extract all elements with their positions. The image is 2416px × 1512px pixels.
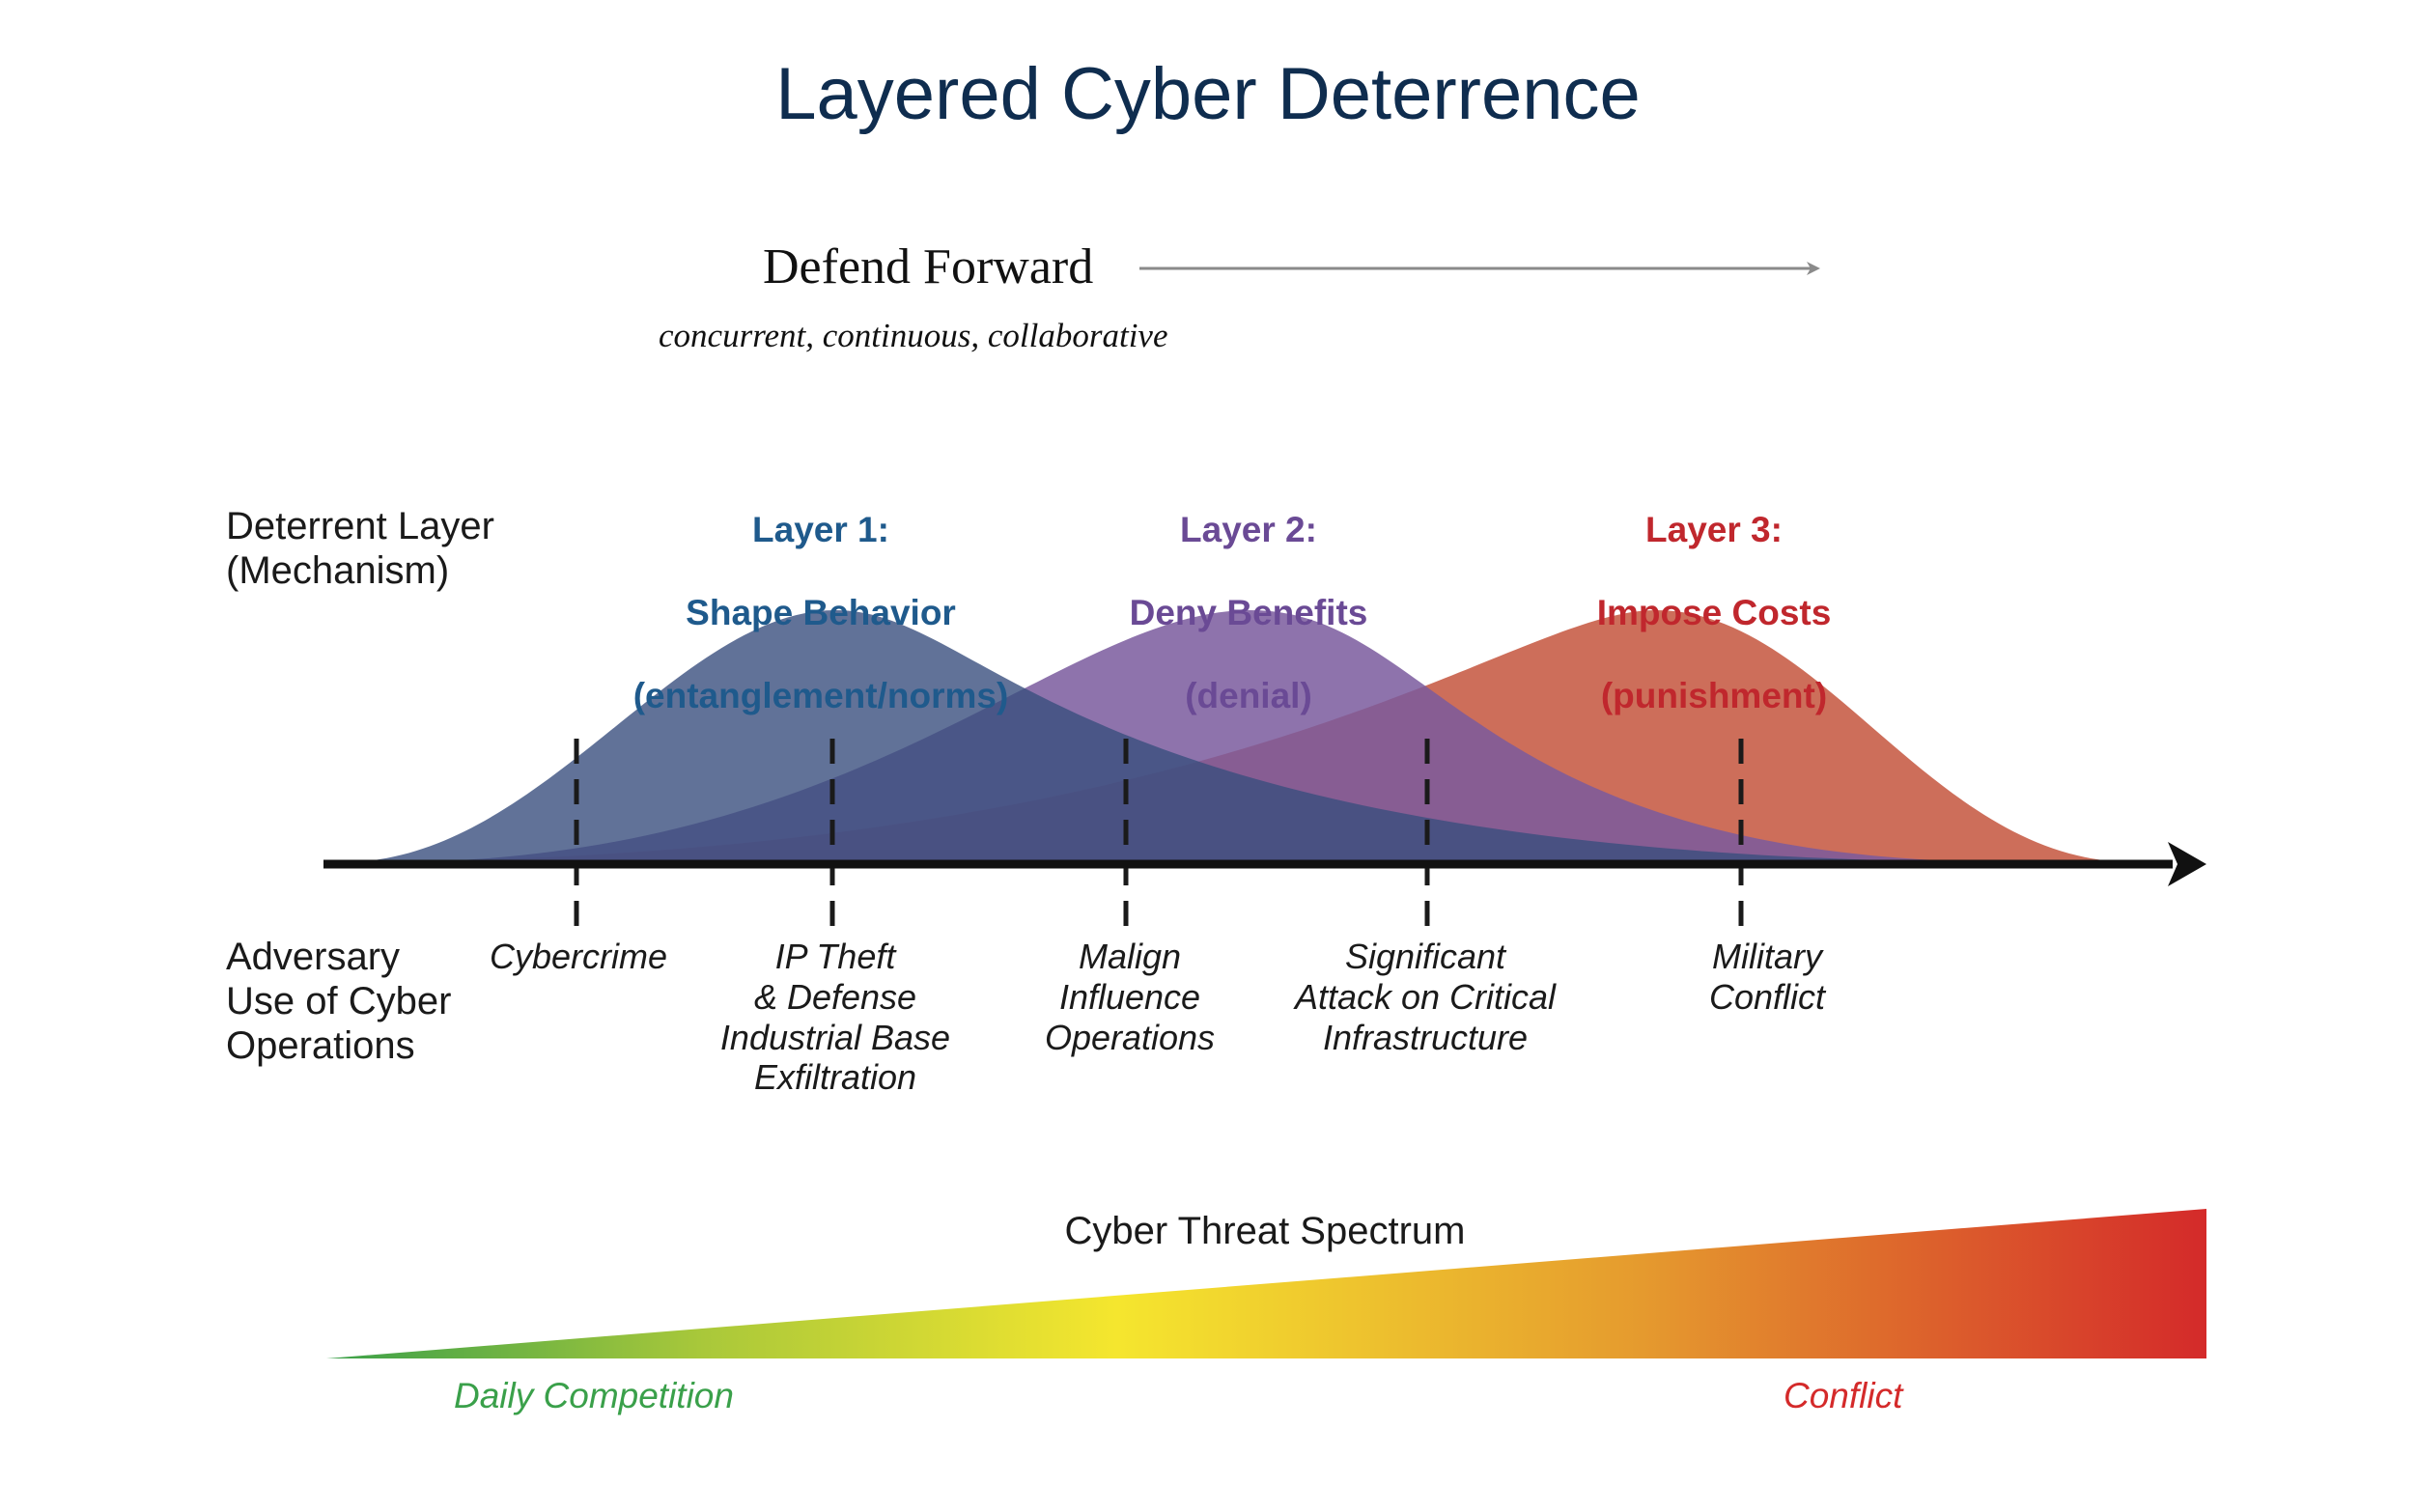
layer-2-name: Deny Benefits bbox=[1129, 592, 1368, 632]
layer-3-mechanism: (punishment) bbox=[1600, 675, 1828, 715]
layer-2-title: Layer 2: bbox=[1180, 509, 1317, 549]
layer-1-mechanism: (entanglement/norms) bbox=[632, 675, 1009, 715]
layer-3-heading: Layer 3: Impose Costs (punishment) bbox=[1597, 468, 1832, 758]
layer-3-title: Layer 3: bbox=[1645, 509, 1783, 549]
operation-ip-theft: IP Theft & Defense Industrial Base Exfil… bbox=[719, 937, 951, 1098]
daily-competition-label: Daily Competition bbox=[454, 1376, 734, 1415]
operation-critical-infrastructure: Significant Attack on Critical Infrastru… bbox=[1294, 937, 1557, 1057]
cyber-threat-spectrum-wedge bbox=[326, 1209, 2206, 1358]
layer-3-curve bbox=[328, 610, 2134, 862]
adversary-use-label: Adversary Use of Cyber Operations bbox=[226, 936, 452, 1067]
operation-malign-influence: Malign Influence Operations bbox=[1044, 937, 1216, 1057]
threat-axis-arrowhead bbox=[2168, 842, 2206, 886]
layer-1-heading: Layer 1: Shape Behavior (entanglement/no… bbox=[633, 468, 1009, 758]
cyber-threat-spectrum-label: Cyber Threat Spectrum bbox=[1064, 1210, 1466, 1252]
layer-1-curve bbox=[343, 610, 2028, 862]
defend-forward-subtitle: concurrent, continuous, collaborative bbox=[659, 317, 1168, 354]
deterrent-layer-label: Deterrent Layer (Mechanism) bbox=[226, 505, 494, 592]
layer-3-name: Impose Costs bbox=[1596, 592, 1832, 632]
operation-markers bbox=[574, 739, 1744, 927]
operation-cybercrime: Cybercrime bbox=[489, 937, 668, 976]
layer-2-mechanism: (denial) bbox=[1185, 675, 1312, 715]
defend-forward-label: Defend Forward bbox=[763, 239, 1094, 294]
layer-1-name: Shape Behavior bbox=[686, 592, 956, 632]
operation-military-conflict: Military Conflict bbox=[1708, 937, 1826, 1017]
layer-2-heading: Layer 2: Deny Benefits (denial) bbox=[1130, 468, 1368, 758]
layer-1-title: Layer 1: bbox=[752, 509, 889, 549]
page-title: Layered Cyber Deterrence bbox=[775, 53, 1641, 135]
conflict-label: Conflict bbox=[1784, 1376, 1903, 1415]
